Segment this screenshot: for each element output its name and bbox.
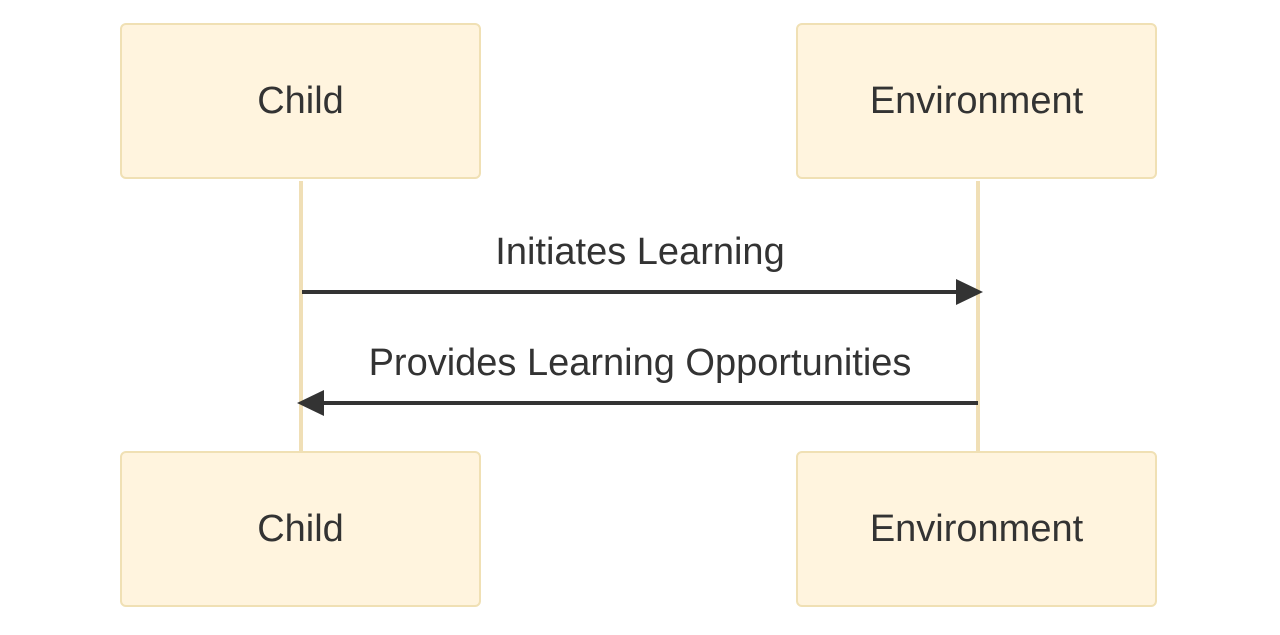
arrowhead-right xyxy=(956,279,983,305)
participant-label: Environment xyxy=(869,507,1084,550)
participant-environment-bottom: Environment xyxy=(796,451,1157,607)
participant-child-bottom: Child xyxy=(120,451,481,607)
participant-label: Child xyxy=(257,507,344,550)
message-arrow-initiates-learning xyxy=(302,279,983,305)
lifeline-environment xyxy=(976,181,980,452)
participant-environment-top: Environment xyxy=(796,23,1157,179)
lifeline-child xyxy=(299,181,303,452)
message-label-provides-opportunities: Provides Learning Opportunities xyxy=(368,342,912,384)
arrowhead-left xyxy=(297,390,324,416)
participant-label: Environment xyxy=(869,79,1084,122)
message-arrow-provides-opportunities xyxy=(297,390,978,416)
participant-label: Child xyxy=(257,79,344,122)
participant-child-top: Child xyxy=(120,23,481,179)
message-label-initiates-learning: Initiates Learning xyxy=(495,231,785,273)
